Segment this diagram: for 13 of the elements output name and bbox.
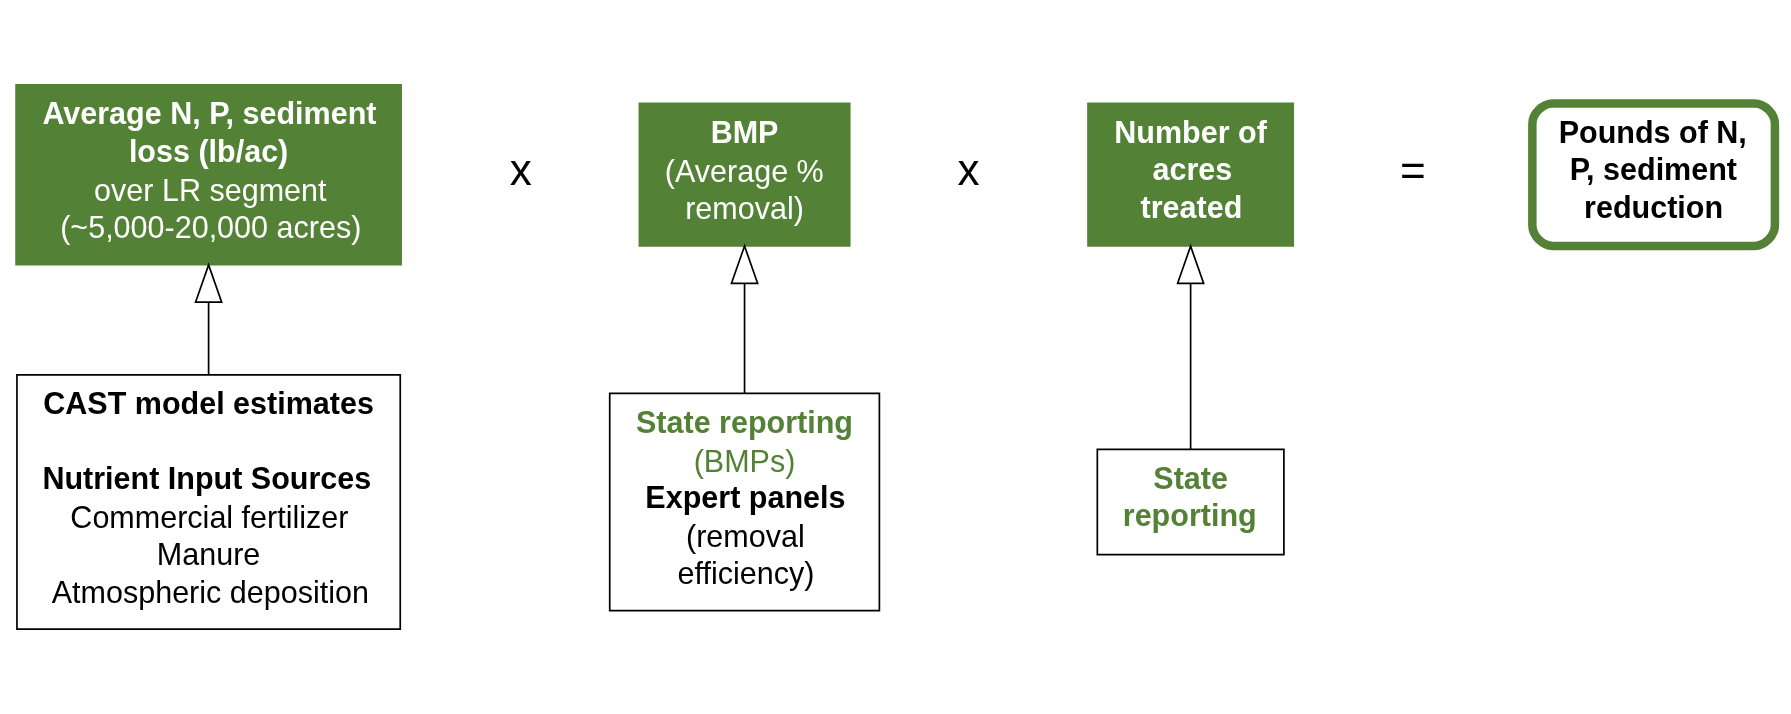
arrow [1176,243,1205,450]
node-box: State reporting (BMPs) Expert panels (removal efficiency) [608,392,881,612]
arrow [730,243,759,395]
node-box: Average N, P, sediment loss (lb/ac) over LR segment (~5,000-20,000 acres) [15,83,402,266]
node-box: Pounds of N, P, sediment reduction [1528,99,1780,251]
node-box: CAST model estimates Nutrient Input Sources Commercial fertilizer Manure Atmospheric deposition [16,373,402,631]
label: x [957,145,980,195]
label: x [509,145,532,195]
node-box: BMP (Average % removal) [638,102,851,247]
arrow [194,262,223,376]
node-box: Number of acres treated [1087,102,1295,247]
node-box: State reporting [1096,448,1285,556]
label: = [1399,145,1426,195]
